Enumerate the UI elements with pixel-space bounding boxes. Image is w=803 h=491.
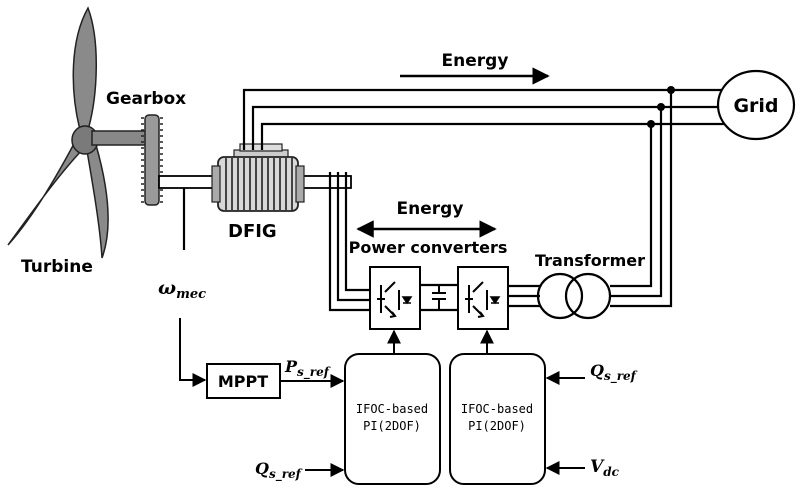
controller-grid-side [449,353,546,485]
dfig-machine-icon [211,143,305,212]
controller1-line1: IFOC-based [356,402,428,416]
controller2-line1: IFOC-based [461,402,533,416]
transformer-label: Transformer [535,251,645,270]
turbine-label: Turbine [21,257,93,277]
dc-link-capacitor [420,283,458,312]
turbine-icon [7,6,149,259]
ps-ref-symbol: Ps_ref [284,357,331,380]
speed-to-mppt-arrow [179,318,207,387]
energy-top-label: Energy [442,51,509,71]
energy-mid-label: Energy [397,199,464,219]
stator-lines [242,88,725,150]
omega-mec-symbol: ωmec [158,277,206,302]
grid-node [716,69,796,141]
transformer-icon [536,272,612,320]
converter-output-lines [508,284,540,308]
mppt-label: MPPT [218,372,268,391]
vdc-symbol: Vdc [590,457,620,479]
power-converters-label: Power converters [349,238,508,257]
controller1-line2: PI(2DOF) [363,419,421,433]
controller2-line2: PI(2DOF) [468,419,526,433]
rotor-lines [328,172,370,312]
rotor-side-converter [369,266,421,330]
gearbox-label: Gearbox [106,89,186,109]
controller-rotor-side [344,353,441,485]
grid-side-converter [457,266,509,330]
low-speed-shaft [158,175,220,189]
dfig-label: DFIG [228,221,277,242]
qs-ref-right-symbol: Qs_ref [590,361,638,384]
qs-ref-left-symbol: Qs_ref [255,459,303,482]
mppt-block [206,363,281,399]
grid-label: Grid [733,95,778,117]
gearbox-icon [141,114,163,206]
transformer-grid-lines [610,90,673,308]
